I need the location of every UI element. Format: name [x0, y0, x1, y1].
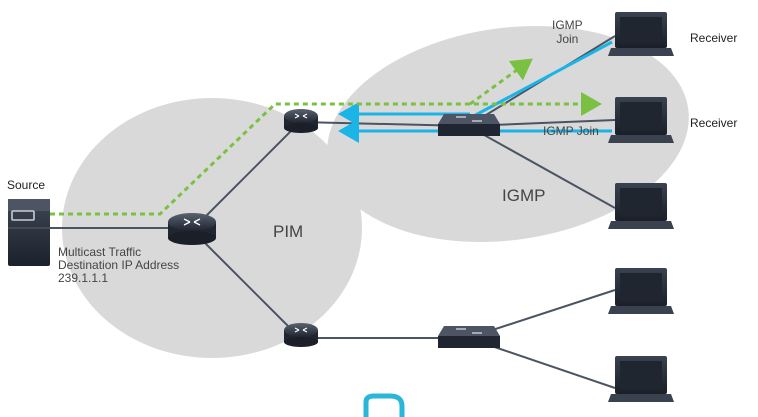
- igmp-region-label: IGMP: [502, 186, 546, 205]
- top-switch-icon: [438, 114, 500, 136]
- link-switch-laptop3: [467, 125, 616, 209]
- source-server-icon: [8, 199, 50, 266]
- receiver-mid-label: Receiver: [690, 116, 738, 130]
- laptop-4-icon: [608, 268, 674, 314]
- laptop-5-icon: [608, 356, 674, 402]
- top-router-icon: [284, 109, 318, 133]
- multicast-flow-main: [14, 92, 602, 216]
- igmp-region: [327, 26, 689, 242]
- destination-ip-line: Destination IP Address: [58, 258, 180, 272]
- laptop-3-icon: [608, 183, 674, 229]
- link-edge-top-router: [191, 121, 301, 231]
- multicast-flow-branch: [469, 58, 533, 106]
- igmp-join-top-label: IGMP Join: [552, 18, 583, 46]
- partial-logo-mark: [363, 393, 405, 417]
- multicast-flows: [14, 58, 602, 216]
- edge-router-icon: [168, 213, 216, 245]
- ip-address-line: 239.1.1.1: [58, 271, 109, 285]
- receiver-laptop-1-icon: [608, 12, 674, 56]
- pim-region-label: PIM: [273, 222, 304, 241]
- igmp-join-mid-label: IGMP Join: [543, 124, 599, 138]
- receiver-laptop-2-icon: [608, 97, 674, 143]
- bottom-router-icon: [284, 323, 318, 347]
- bottom-switch-icon: [438, 326, 500, 348]
- multicast-traffic-line: Multicast Traffic: [58, 245, 142, 259]
- link-edge-bottom-router: [191, 229, 301, 339]
- source-label: Source: [7, 178, 46, 192]
- receiver-top-label: Receiver: [690, 31, 738, 45]
- multicast-traffic-label: Multicast Traffic Destination IP Address…: [58, 246, 179, 285]
